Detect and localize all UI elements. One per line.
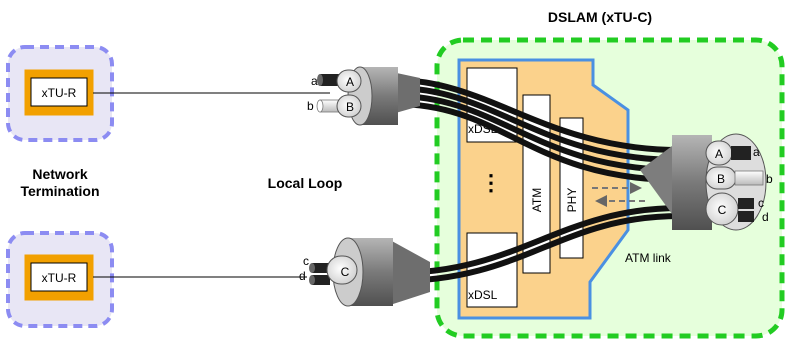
cable-wire-c [394,93,681,173]
pin-a-body [320,74,342,86]
pin-d-body [312,275,330,285]
cable-wire-b [394,85,681,163]
pin-b-label: b [307,99,314,113]
xdsl-ellipsis: ⋮ [480,170,502,195]
cable-wire-a [394,77,681,153]
atm-block-label: ATM [530,188,544,212]
xtu-r-bottom-box [30,262,88,292]
plug-c-left [326,255,358,285]
xtu-r-bottom-label: xTU-R [42,271,77,285]
plug-c-left-label: C [341,265,350,279]
atm-link: ATM link [592,182,672,265]
pin-d-right-label: d [762,210,769,224]
plug-a-label: A [346,75,354,89]
pin-c-right [738,198,754,209]
xtu-r-top-box [30,77,88,107]
cable-boot-right [640,140,680,225]
plug-b-right-label: B [717,172,725,186]
cable-bundle [394,77,681,284]
pin-a-right [731,146,751,160]
cable-wire-e [394,205,681,276]
pin-d-right [738,211,754,222]
cable-head-left-bottom: C c d [299,237,430,307]
pin-b-right-label: b [766,172,773,186]
atm-link-arrowhead-left [595,195,607,207]
plug-b [336,94,362,118]
pin-c-body [312,263,330,273]
plug-a-right-label: A [715,147,723,161]
local-loop-label: Local Loop [268,175,343,191]
pin-a-tip [317,74,323,86]
plug-b-label: B [346,100,354,114]
pin-c-label: c [303,254,309,268]
cable-boot-left-top [392,72,420,114]
atm-link-arrowhead-right [630,182,642,194]
cable-head-left-top: A B a b [307,66,420,126]
xdsl-module-bottom-label: xDSL [468,288,498,302]
atm-link-label: ATM link [625,251,672,265]
pin-c-tip [309,263,315,273]
pin-c-right-label: c [758,196,764,210]
cable-wire-f [394,213,681,284]
cable-wire-d [394,101,681,183]
xtu-r-top-label: xTU-R [42,86,77,100]
dslam-title: DSLAM (xTU-C) [548,9,652,25]
pin-a-right-label: a [753,145,760,159]
plug-c-right-label: C [718,203,727,217]
cable-boot-left-bottom [390,240,430,305]
pin-b-right [734,170,764,186]
pin-d-label: d [299,269,306,283]
nt-label-line1: Network [32,166,87,182]
cable-cylinder-right [672,135,712,230]
cable-head-right: A a B b C c d [640,133,773,231]
plug-a [336,69,362,93]
pin-b-tip [316,99,324,113]
phy-block-label: PHY [565,188,579,213]
pin-d-tip [309,275,315,285]
pin-a-label: a [311,74,318,88]
nt-label-line2: Termination [20,183,99,199]
